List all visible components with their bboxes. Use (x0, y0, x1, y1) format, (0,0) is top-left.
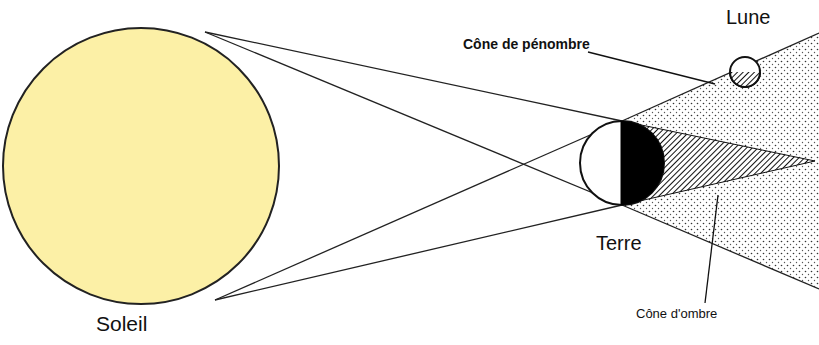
sun-label: Soleil (96, 312, 147, 336)
sun-disc (3, 28, 279, 304)
earth-disc (580, 121, 664, 205)
leader-line (705, 195, 718, 303)
moon-label: Lune (726, 6, 771, 29)
leader-line (588, 52, 715, 84)
light-rays (205, 32, 819, 300)
penumbra-label: Cône de pénombre (463, 36, 590, 52)
moon-disc (730, 57, 760, 87)
umbra-label: Cône d'ombre (634, 307, 719, 322)
terminator-line (621, 121, 624, 205)
earth-label: Terre (596, 232, 642, 255)
earth-night-side (622, 121, 664, 205)
moon-shadowed-half (730, 72, 760, 87)
